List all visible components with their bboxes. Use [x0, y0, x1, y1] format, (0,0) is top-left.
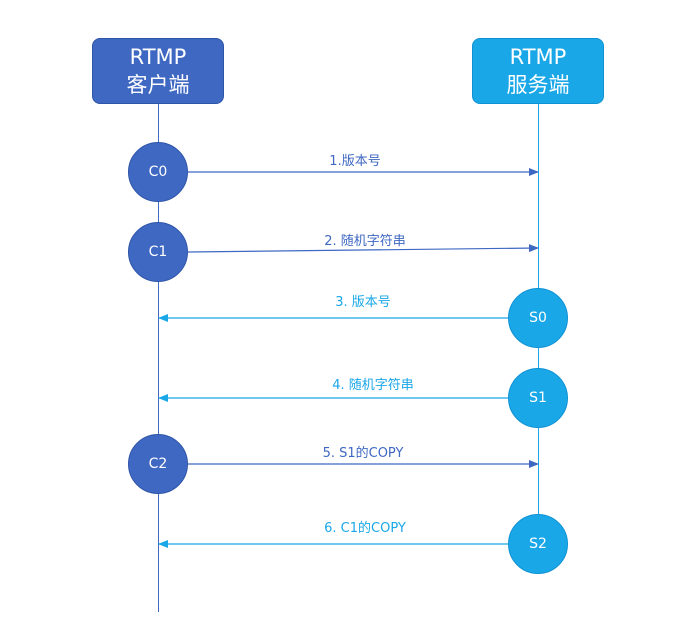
client-lifeline [158, 104, 159, 612]
message-label-1: 1.版本号 [329, 154, 381, 169]
node-c1: C1 [128, 222, 188, 282]
server-actor-box: RTMP 服务端 [472, 38, 604, 104]
client-actor-subtitle: 客户端 [126, 73, 190, 97]
message-label-5: 5. S1的COPY [322, 446, 404, 461]
client-actor-title: RTMP [129, 45, 187, 69]
node-s0: S0 [508, 288, 568, 348]
message-label-2: 2. 随机字符串 [324, 234, 406, 249]
node-c2: C2 [128, 434, 188, 494]
server-actor-subtitle: 服务端 [506, 73, 570, 97]
node-s2: S2 [508, 514, 568, 574]
node-c0: C0 [128, 142, 188, 202]
message-label-6: 6. C1的COPY [324, 521, 406, 536]
node-s1: S1 [508, 368, 568, 428]
message-label-3: 3. 版本号 [335, 295, 391, 310]
message-label-4: 4. 随机字符串 [332, 378, 414, 393]
arrow-m2 [187, 244, 539, 253]
client-actor-box: RTMP 客户端 [92, 38, 224, 104]
server-actor-title: RTMP [509, 45, 567, 69]
